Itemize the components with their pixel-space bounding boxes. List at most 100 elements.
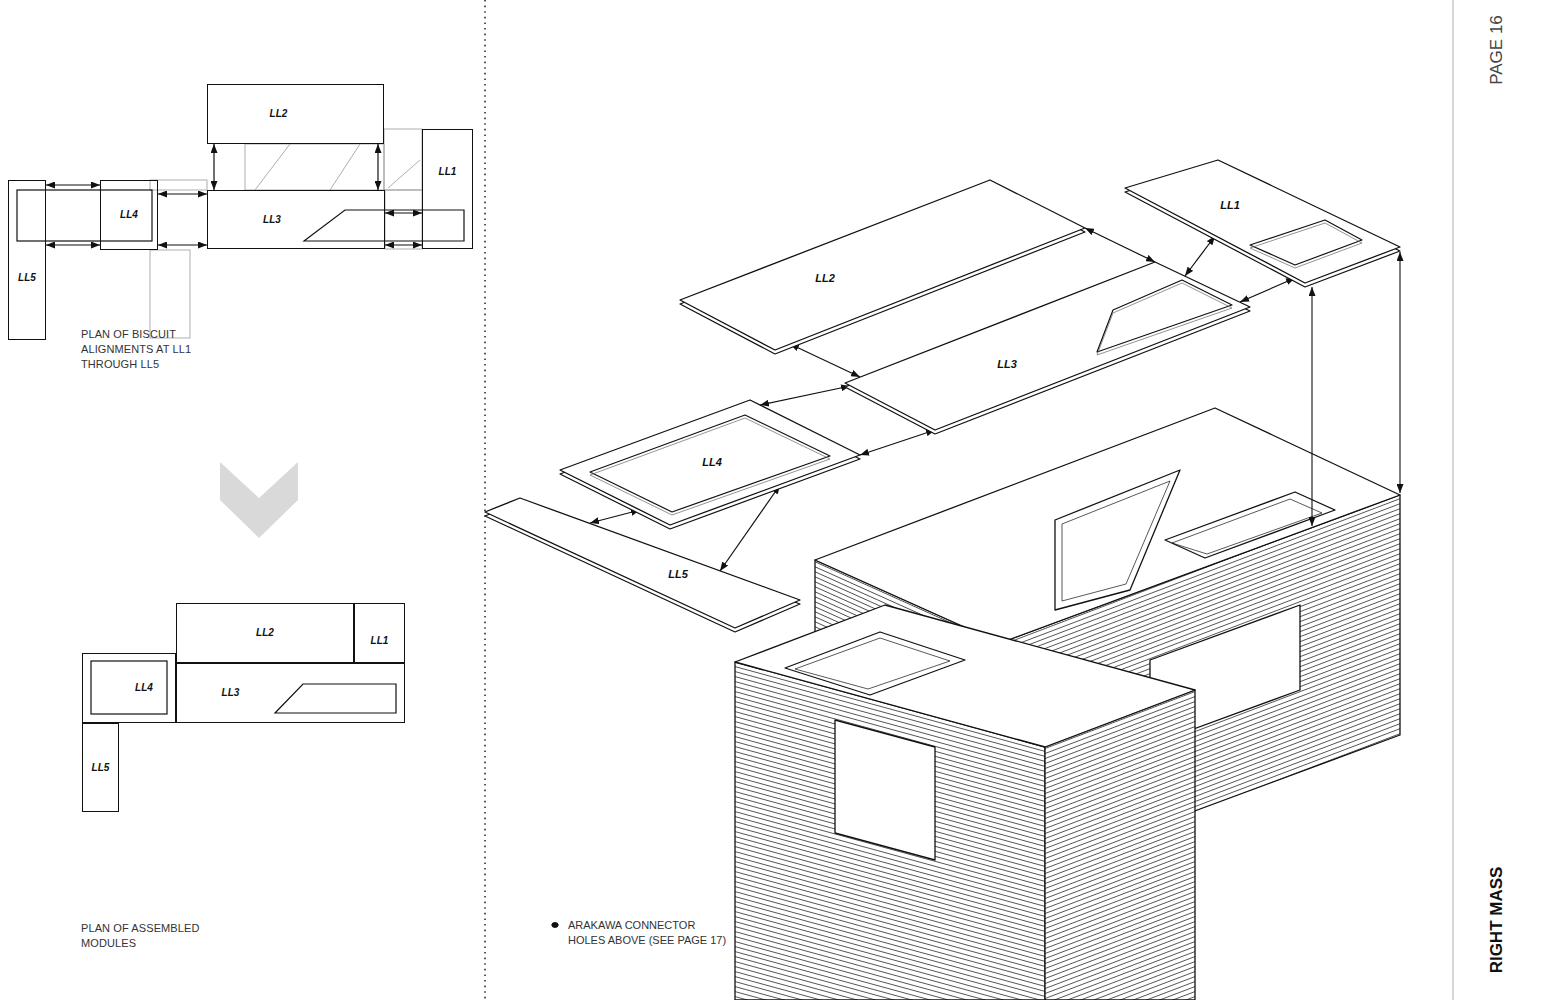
right-mass-block xyxy=(735,408,1400,1000)
connector-group xyxy=(46,144,1295,571)
alignment-connector xyxy=(590,510,640,523)
right-mass-block xyxy=(1165,492,1335,558)
plan-hatch xyxy=(384,129,422,190)
alignment-connector xyxy=(860,430,935,455)
panel-outline xyxy=(482,495,803,636)
label-anchor: LL1 xyxy=(1220,199,1240,211)
label-holder: PLAN OF ASSEMBLED MODULES xyxy=(81,921,206,951)
right-mass-block xyxy=(835,720,935,860)
alignment-connector xyxy=(377,144,378,190)
plan-outline xyxy=(91,661,167,714)
title-holder: RIGHT MASS xyxy=(1487,867,1507,974)
right-mass-block xyxy=(795,638,950,689)
panel-outline xyxy=(590,418,830,515)
label-anchor: LL4 xyxy=(702,456,722,468)
panel-label: LL5 xyxy=(668,568,688,580)
panel-label: LL3 xyxy=(997,358,1017,370)
panel-outline xyxy=(590,415,830,512)
alignment-connector xyxy=(385,212,422,213)
alignment-connector xyxy=(46,244,100,245)
label-anchor: LL2 xyxy=(815,272,835,284)
alignment-arrow xyxy=(1312,252,1400,526)
page-number: PAGE 16 xyxy=(1487,15,1506,85)
panel-label: LL5 xyxy=(18,272,36,284)
plan-panel: LL1 xyxy=(354,603,405,663)
legend-text: ARAKAWA CONNECTOR HOLES ABOVE (SEE PAGE … xyxy=(568,918,728,948)
plan-panel: LL1 xyxy=(422,129,473,249)
alignment-connector xyxy=(1185,236,1215,276)
plan-panel: LL4 xyxy=(100,180,158,250)
panel-label: LL3 xyxy=(263,214,281,226)
down-arrow xyxy=(220,462,298,538)
panel-label: LL2 xyxy=(256,627,274,639)
alignment-connector xyxy=(158,244,207,245)
alignment-connector xyxy=(760,386,850,405)
alignment-connector xyxy=(1240,278,1295,302)
plan-outline xyxy=(17,190,464,714)
plan-panel: LL4 xyxy=(82,653,176,723)
plan-outline xyxy=(275,684,396,713)
legend-swatch xyxy=(552,923,558,928)
label-anchor: LL3 xyxy=(997,358,1017,370)
divider-line xyxy=(484,0,486,1000)
alignment-arrow xyxy=(1399,252,1400,493)
panel-label: LL3 xyxy=(222,687,240,699)
panel-label: LL1 xyxy=(1220,199,1240,211)
alignment-arrow xyxy=(1311,287,1312,526)
panel-outline xyxy=(1097,283,1232,355)
page-title: RIGHT MASS xyxy=(1487,867,1506,974)
alignment-connector xyxy=(1085,228,1155,262)
panel-outline xyxy=(842,259,1253,438)
plan-hatch xyxy=(330,144,360,190)
alignment-connector xyxy=(158,193,207,194)
alignment-connector xyxy=(790,344,860,377)
plan-hatch xyxy=(245,144,384,190)
plan-panel: LL2 xyxy=(176,603,354,663)
plan-hatch xyxy=(150,129,422,338)
plan-hatch xyxy=(150,250,190,338)
plan-hatch xyxy=(388,160,420,188)
label-holder: PAGE 16 xyxy=(1487,15,1507,85)
plan-outline xyxy=(304,210,464,241)
plan-panel: LL5 xyxy=(8,180,46,340)
plan-outline xyxy=(17,190,152,241)
plan-panel: LL3 xyxy=(176,663,405,723)
alignment-connector xyxy=(213,144,214,190)
panel-label: LL5 xyxy=(92,762,110,774)
label-holder: PLAN OF BISCUIT ALIGNMENTS AT LL1 THROUG… xyxy=(81,327,206,372)
alignment-connector xyxy=(46,184,100,185)
right-mass-block xyxy=(1055,470,1180,610)
panel-outline xyxy=(560,400,860,525)
plan-panel: LL5 xyxy=(82,723,119,812)
panel-label: LL1 xyxy=(439,166,457,178)
panel-outline xyxy=(485,498,800,628)
panel-outline xyxy=(1250,223,1362,268)
legend-swatch xyxy=(550,919,564,931)
panel-label: LL2 xyxy=(815,272,835,284)
panel-label: LL1 xyxy=(371,635,389,647)
right-mass-block xyxy=(785,632,965,695)
panel-label: LL4 xyxy=(702,456,722,468)
plan-hatch xyxy=(150,180,207,190)
plan-caption: PLAN OF ASSEMBLED MODULES xyxy=(81,921,206,951)
exploded-panel: LL4 xyxy=(557,397,863,533)
plan-hatch xyxy=(385,190,422,249)
right-mass-block xyxy=(735,605,1195,747)
plan-panel: LL2 xyxy=(207,84,384,144)
panel-label: LL4 xyxy=(135,682,153,694)
plan-hatch xyxy=(255,144,290,190)
exploded-panel: LL5 xyxy=(482,495,803,636)
alignment-connector xyxy=(385,244,422,245)
plan-caption: PLAN OF BISCUIT ALIGNMENTS AT LL1 THROUG… xyxy=(81,327,206,372)
panel-label: LL2 xyxy=(270,108,288,120)
panel-label: LL4 xyxy=(120,209,138,221)
plan-panel: LL3 xyxy=(207,190,385,249)
right-mass-block xyxy=(1172,499,1322,554)
label-anchor: LL5 xyxy=(668,568,688,580)
right-mass-block xyxy=(1062,481,1170,601)
margin-line xyxy=(1452,0,1453,1000)
